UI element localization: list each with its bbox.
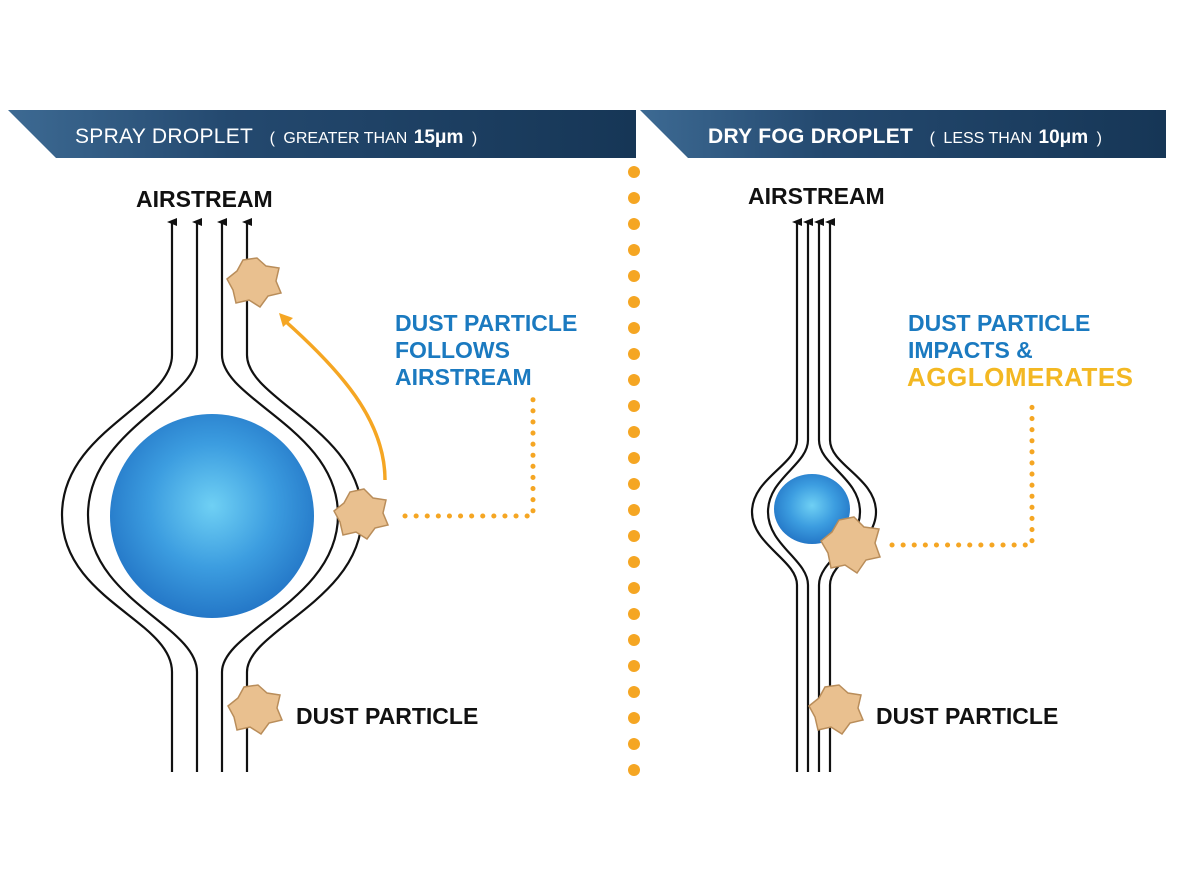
right-banner-title-group: DRY FOG DROPLET ( LESS THAN 10μm ) xyxy=(708,113,1102,161)
right-callout: DUST PARTICLE IMPACTS & xyxy=(908,310,1090,364)
left-callout-line-2: FOLLOWS xyxy=(395,337,510,363)
right-banner-paren-open: ( xyxy=(929,130,935,147)
left-particle-top xyxy=(226,257,283,309)
spray-droplet xyxy=(110,414,314,618)
right-airstream-label: AIRSTREAM xyxy=(748,183,885,209)
left-dust-label: DUST PARTICLE xyxy=(296,703,479,729)
right-callout-line-1: DUST PARTICLE xyxy=(908,310,1091,336)
left-banner-size-value: 15μm xyxy=(413,127,464,148)
left-banner-paren-open: ( xyxy=(269,130,275,147)
left-trajectory-arrowhead xyxy=(279,313,293,327)
right-particle-impact xyxy=(820,516,881,575)
right-callout-highlight: AGGLOMERATES xyxy=(907,362,1134,392)
left-trajectory-arrow xyxy=(282,318,387,481)
right-callout-connector xyxy=(889,402,1035,548)
right-banner-paren-close: ) xyxy=(1096,130,1102,147)
left-banner-size-qualifier: GREATER THAN xyxy=(283,130,408,147)
left-banner xyxy=(8,110,636,158)
left-particle-mid xyxy=(333,488,390,541)
left-callout-connector xyxy=(402,390,536,519)
right-banner-size-qualifier: LESS THAN xyxy=(943,130,1033,147)
panel-divider xyxy=(628,166,640,776)
left-banner-title-group: SPRAY DROPLET ( GREATER THAN 15μm ) xyxy=(75,113,477,161)
right-banner-size-value: 10μm xyxy=(1038,127,1089,148)
dry-fog-droplet xyxy=(774,474,850,544)
left-callout: DUST PARTICLE FOLLOWS AIRSTREAM xyxy=(395,310,577,391)
right-streamlines xyxy=(750,218,878,772)
right-banner xyxy=(640,110,1166,158)
left-callout-line-3: AIRSTREAM xyxy=(395,364,532,390)
right-banner-title: DRY FOG DROPLET xyxy=(708,125,914,148)
right-dust-label: DUST PARTICLE xyxy=(876,703,1059,729)
left-callout-line-1: DUST PARTICLE xyxy=(395,310,578,336)
left-particle-bottom xyxy=(227,684,284,736)
right-particle-bottom xyxy=(808,684,865,736)
left-banner-paren-close: ) xyxy=(471,130,478,147)
right-callout-line-2: IMPACTS & xyxy=(908,337,1033,363)
left-airstream-label: AIRSTREAM xyxy=(136,186,273,212)
left-banner-title: SPRAY DROPLET xyxy=(75,125,254,148)
